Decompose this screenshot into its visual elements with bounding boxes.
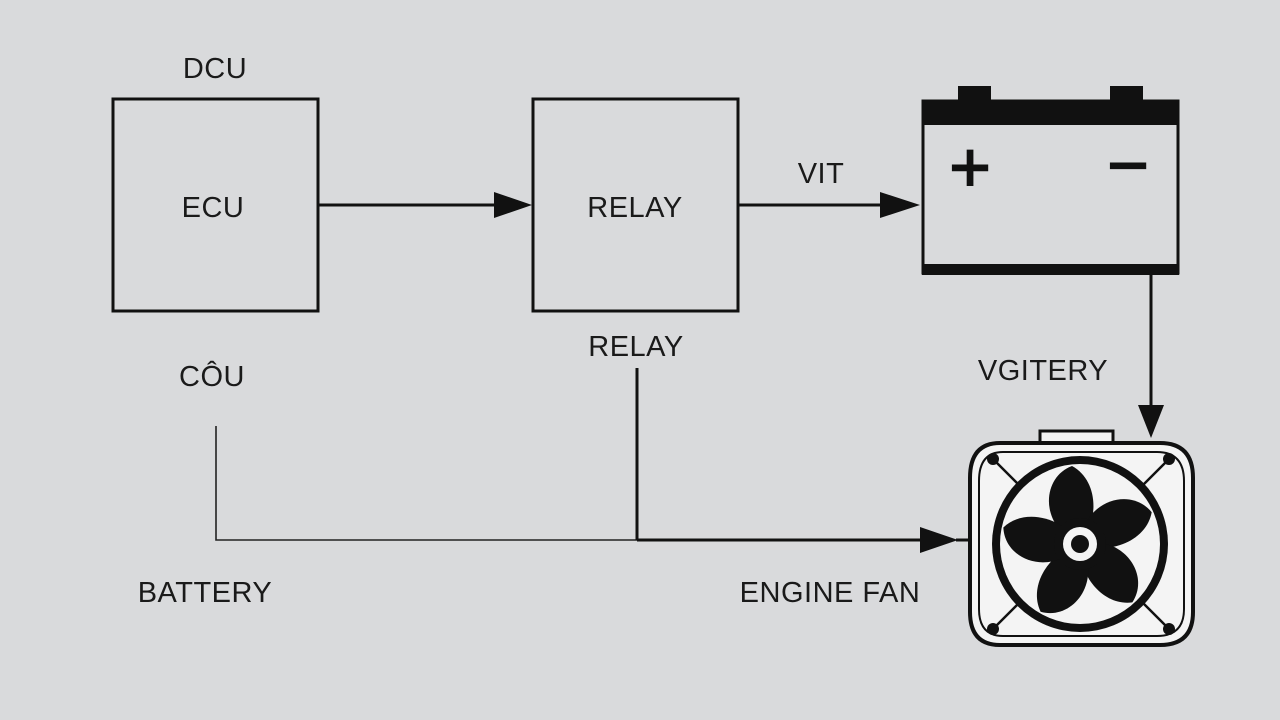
relay-to-battery-arrow — [880, 192, 920, 218]
battery-terminal-negative — [1110, 86, 1143, 102]
battery-bottom-band — [922, 264, 1179, 275]
cou-ground-wire — [215, 426, 930, 541]
battery-terminal-positive — [958, 86, 991, 102]
engine-fan-icon — [968, 429, 1195, 647]
bus-to-fan-arrow — [920, 527, 958, 553]
battery-to-fan-arrow — [1138, 405, 1164, 438]
battery-label: BATTERY — [138, 577, 273, 609]
vgitery-label: VGITERY — [978, 355, 1108, 387]
battery-symbol: + − — [921, 86, 1180, 275]
cou-label: CÔU — [179, 359, 245, 393]
fan-mount-bl — [987, 623, 999, 635]
ecu-to-relay-arrow — [494, 192, 532, 218]
fan-mount-br — [1163, 623, 1175, 635]
battery-top-band — [922, 101, 1179, 125]
ecu-label: ECU — [182, 192, 245, 224]
fan-mount-tl — [987, 453, 999, 465]
fan-hub-center — [1071, 535, 1089, 553]
battery-negative-sign: − — [1104, 130, 1153, 198]
relay-lower-label: RELAY — [588, 331, 683, 363]
fan-housing-inner — [978, 451, 1185, 637]
relay-box-label: RELAY — [587, 192, 682, 224]
fan-mount-tr — [1163, 453, 1175, 465]
vit-label: VIT — [798, 158, 845, 190]
engine-fan-label: ENGINE FAN — [740, 577, 921, 609]
battery-positive-sign: + — [946, 132, 995, 200]
dcu-label: DCU — [183, 53, 247, 85]
